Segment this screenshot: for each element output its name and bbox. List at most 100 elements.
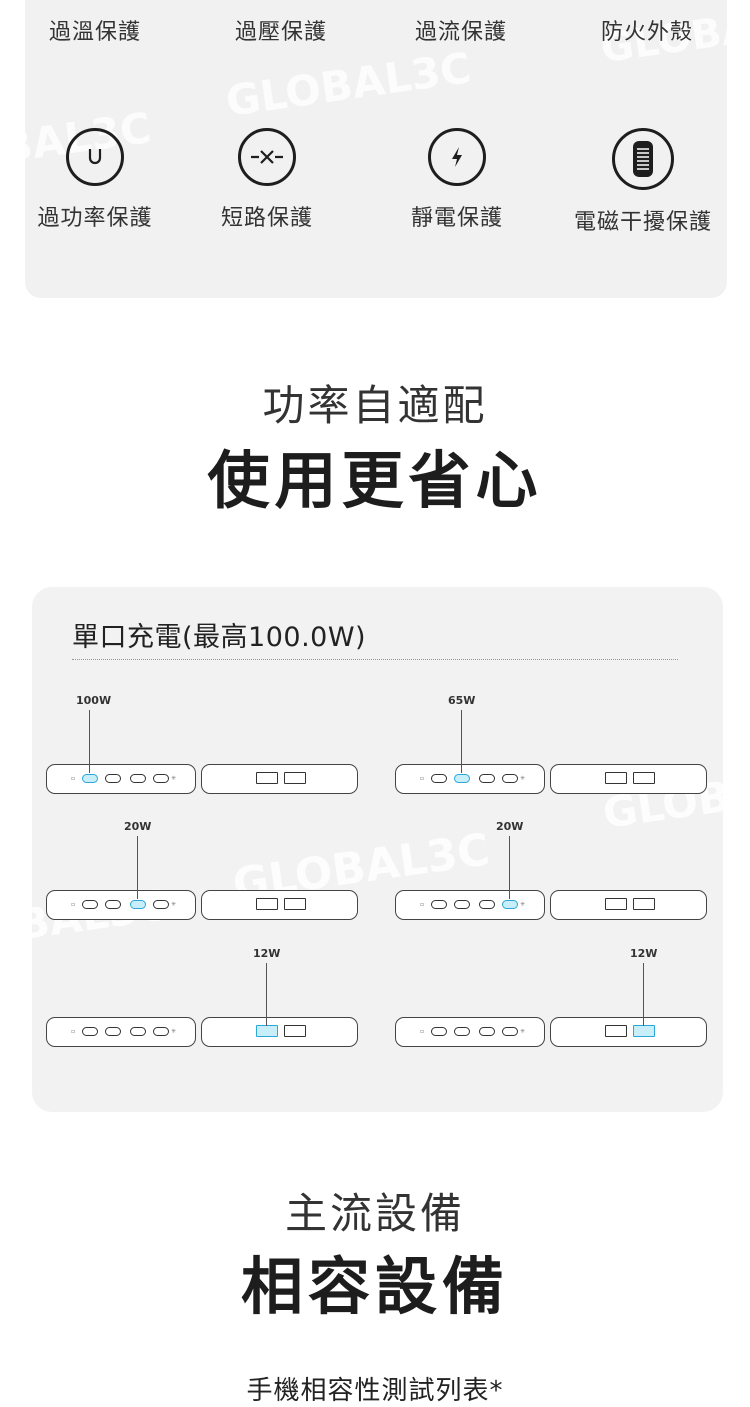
port-marker: ▫ xyxy=(71,1028,76,1035)
power-bank-side-a xyxy=(550,890,707,920)
usb-c-port xyxy=(502,1027,518,1036)
protection-label: 防火外殼 xyxy=(600,20,693,45)
divider xyxy=(72,659,678,660)
leader-line xyxy=(461,710,462,773)
usb-c-port xyxy=(502,900,518,909)
usb-c-port xyxy=(130,774,146,783)
usb-a-port xyxy=(605,898,627,910)
usb-c-port xyxy=(153,774,169,783)
usb-a-port xyxy=(256,1025,278,1037)
wattage-label: 20W xyxy=(496,820,524,833)
power-bank-side-c: ▫✳ xyxy=(46,1017,196,1047)
leader-line xyxy=(89,710,90,773)
protection-label: 電磁干擾保護 xyxy=(573,210,712,235)
usb-a-port xyxy=(633,1025,655,1037)
power-bank-side-c: ▫✳ xyxy=(395,890,545,920)
protection-label: 靜電保護 xyxy=(410,206,503,231)
usb-a-port xyxy=(633,898,655,910)
battery-stack-icon xyxy=(612,128,674,190)
usb-c-port xyxy=(153,900,169,909)
usb-a-port xyxy=(256,772,278,784)
port-marker: ▫ xyxy=(420,1028,425,1035)
power-bank-side-c: ▫✳ xyxy=(395,764,545,794)
protection-label: 短路保護 xyxy=(220,206,313,231)
leader-line xyxy=(137,836,138,899)
usb-c-port xyxy=(130,900,146,909)
usb-a-port xyxy=(284,898,306,910)
wattage-label: 12W xyxy=(253,947,281,960)
usb-c-port xyxy=(82,774,98,783)
port-marker: ▫ xyxy=(71,775,76,782)
power-bank-side-a xyxy=(201,890,358,920)
port-marker: ✳ xyxy=(520,775,526,782)
usb-c-port xyxy=(454,774,470,783)
protection-item: 過功率保護 xyxy=(25,128,185,232)
usb-c-port xyxy=(431,774,447,783)
wattage-label: 65W xyxy=(448,694,476,707)
usb-c-port xyxy=(479,1027,495,1036)
leader-line xyxy=(509,836,510,899)
port-card-title: 單口充電(最高100.0W) xyxy=(72,622,367,653)
port-marker: ▫ xyxy=(420,775,425,782)
power-bank-side-a xyxy=(201,764,358,794)
lightning-icon xyxy=(428,128,486,186)
wattage-label: 20W xyxy=(124,820,152,833)
usb-a-port xyxy=(284,1025,306,1037)
port-marker: ✳ xyxy=(520,1028,526,1035)
usb-a-port xyxy=(256,898,278,910)
port-marker: ▫ xyxy=(71,901,76,908)
usb-a-port xyxy=(605,1025,627,1037)
power-bank-side-a xyxy=(550,1017,707,1047)
usb-c-port xyxy=(105,774,121,783)
protection-label: 過壓保護 xyxy=(234,20,327,45)
port-marker: ✳ xyxy=(171,775,177,782)
section-title: 使用更省心 xyxy=(207,444,543,517)
section-title: 相容設備 xyxy=(240,1250,509,1323)
short-circuit-icon xyxy=(238,128,296,186)
usb-c-port xyxy=(479,774,495,783)
watermark: GLOBAL3C xyxy=(222,43,474,126)
usb-a-port xyxy=(633,772,655,784)
usb-c-port xyxy=(153,1027,169,1036)
protection-label: 過功率保護 xyxy=(37,206,153,231)
port-marker: ▫ xyxy=(420,901,425,908)
protection-item: 電磁干擾保護 xyxy=(553,128,727,236)
usb-c-port xyxy=(105,900,121,909)
protection-item: 短路保護 xyxy=(177,128,357,232)
usb-c-port xyxy=(454,900,470,909)
protection-item: 防火外殼 xyxy=(557,0,727,46)
port-marker: ✳ xyxy=(171,1028,177,1035)
section-subtitle: 功率自適配 xyxy=(262,381,488,430)
usb-c-port xyxy=(431,900,447,909)
usb-c-port xyxy=(105,1027,121,1036)
wattage-label: 12W xyxy=(630,947,658,960)
protection-label: 過溫保護 xyxy=(48,20,141,45)
port-marker: ✳ xyxy=(520,901,526,908)
protection-label: 過流保護 xyxy=(414,20,507,45)
port-config-card: GLOBAL3C GLOBAL3C GLOBAL3C 單口充電(最高100.0W… xyxy=(32,587,723,1112)
protection-item: 過流保護 xyxy=(371,0,551,46)
usb-a-port xyxy=(605,772,627,784)
section-subtitle: 主流設備 xyxy=(284,1189,465,1238)
usb-c-port xyxy=(431,1027,447,1036)
usb-a-port xyxy=(284,772,306,784)
leader-line xyxy=(266,963,267,1026)
usb-c-port xyxy=(502,774,518,783)
protection-item: 過壓保護 xyxy=(191,0,371,46)
port-marker: ✳ xyxy=(171,901,177,908)
usb-c-port xyxy=(479,900,495,909)
power-bank-side-c: ▫✳ xyxy=(46,764,196,794)
leader-line xyxy=(643,963,644,1026)
compat-list-note: 手機相容性測試列表* xyxy=(246,1376,504,1406)
power-bank-side-a xyxy=(550,764,707,794)
u-icon xyxy=(66,128,124,186)
power-bank-side-a xyxy=(201,1017,358,1047)
usb-c-port xyxy=(82,900,98,909)
usb-c-port xyxy=(454,1027,470,1036)
power-bank-side-c: ▫✳ xyxy=(395,1017,545,1047)
power-bank-side-c: ▫✳ xyxy=(46,890,196,920)
wattage-label: 100W xyxy=(76,694,112,707)
protection-item: 靜電保護 xyxy=(367,128,547,232)
protection-item: 過溫保護 xyxy=(25,0,185,46)
usb-c-port xyxy=(130,1027,146,1036)
